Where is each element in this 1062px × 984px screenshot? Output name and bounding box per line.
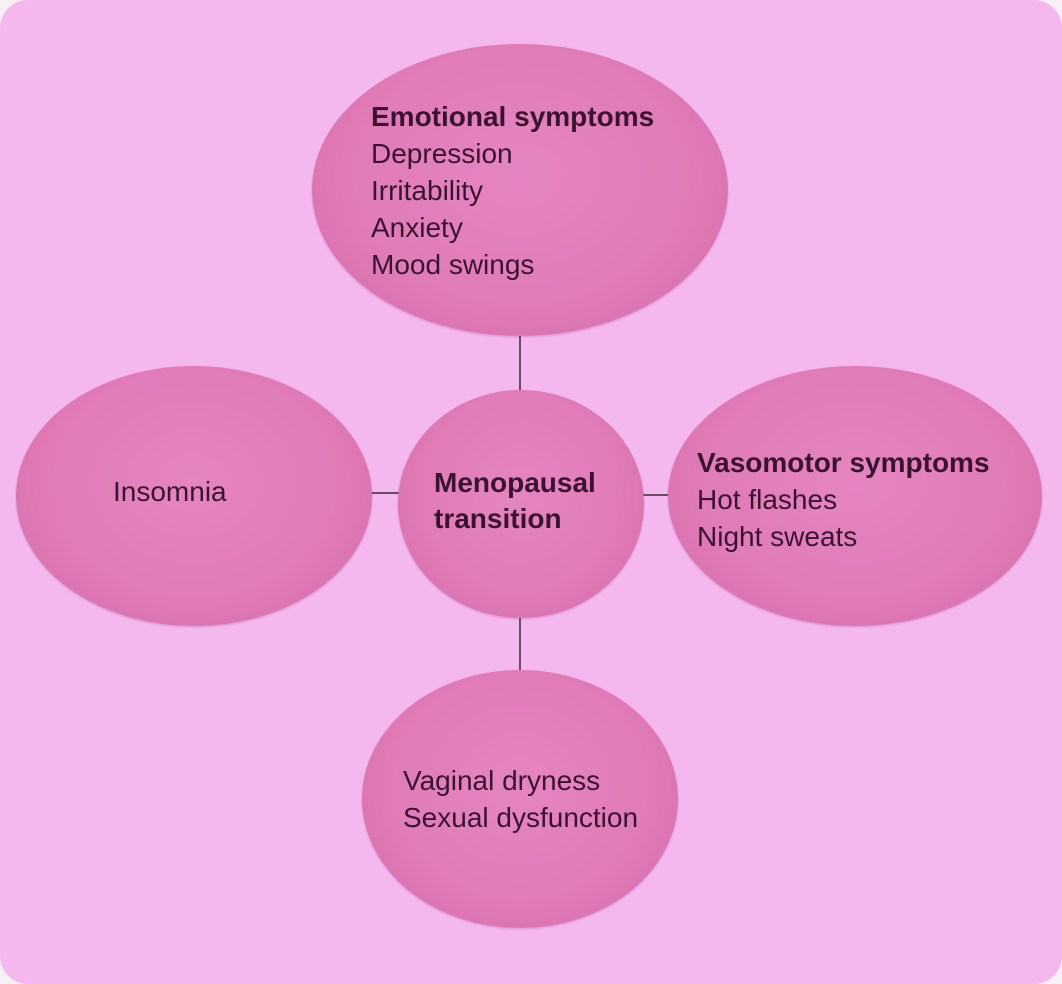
genitourinary-text: Vaginal dryness Sexual dysfunction bbox=[403, 762, 638, 836]
emotional-symptoms-heading: Emotional symptoms bbox=[371, 101, 655, 132]
emotional-item: Depression bbox=[371, 138, 513, 169]
vasomotor-symptoms-text: Vasomotor symptoms Hot flashes Night swe… bbox=[697, 444, 990, 555]
emotional-symptoms-text: Emotional symptoms Depression Irritabili… bbox=[371, 98, 654, 283]
center-label-line: Menopausal bbox=[434, 467, 596, 498]
emotional-symptoms-node bbox=[312, 44, 728, 336]
insomnia-node bbox=[16, 366, 372, 626]
vasomotor-item: Night sweats bbox=[697, 521, 858, 552]
menopausal-transition-label: Menopausal transition bbox=[434, 465, 596, 537]
insomnia-text: Insomnia bbox=[113, 473, 227, 510]
emotional-item: Mood swings bbox=[371, 249, 535, 280]
emotional-item: Irritability bbox=[371, 175, 484, 206]
genitourinary-item: Sexual dysfunction bbox=[403, 802, 639, 833]
vasomotor-item: Hot flashes bbox=[697, 484, 838, 515]
vasomotor-symptoms-node bbox=[668, 366, 1042, 626]
genitourinary-node bbox=[362, 670, 678, 928]
vasomotor-symptoms-heading: Vasomotor symptoms bbox=[697, 447, 990, 478]
center-label-line: transition bbox=[434, 503, 562, 534]
insomnia-item: Insomnia bbox=[113, 476, 227, 507]
menopausal-transition-node bbox=[398, 390, 644, 618]
genitourinary-item: Vaginal dryness bbox=[403, 765, 601, 796]
emotional-item: Anxiety bbox=[371, 212, 463, 243]
